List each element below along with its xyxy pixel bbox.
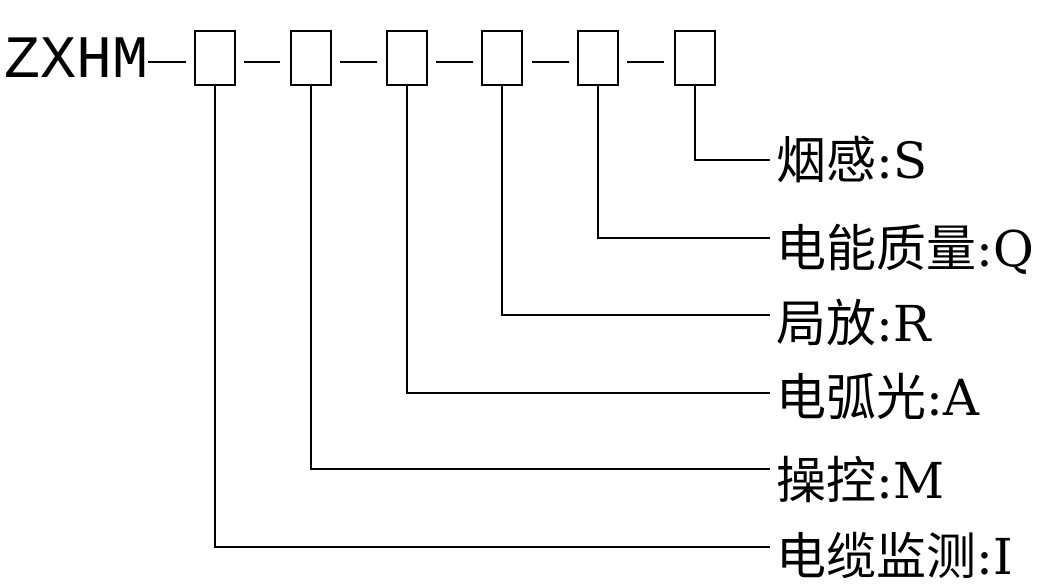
leader-line-control bbox=[310, 85, 770, 470]
leader-line-partial-discharge bbox=[501, 85, 770, 316]
code-slot-1 bbox=[194, 30, 236, 86]
leader-line-cable-monitoring bbox=[214, 85, 770, 548]
option-label-arc-light: 电弧光:A bbox=[776, 369, 980, 427]
option-label-control: 操控:M bbox=[776, 452, 944, 510]
code-slot-2 bbox=[290, 30, 332, 86]
option-label-partial-discharge: 局放:R bbox=[776, 295, 932, 353]
leader-line-arc-light bbox=[406, 85, 770, 394]
code-slot-4 bbox=[481, 30, 523, 86]
option-label-power-quality: 电能质量:Q bbox=[776, 220, 1034, 278]
code-slot-5 bbox=[577, 30, 619, 86]
leader-line-smoke bbox=[694, 85, 770, 161]
model-prefix: ZXHM bbox=[4, 28, 148, 96]
code-slot-3 bbox=[386, 30, 428, 86]
option-label-cable-monitoring: 电缆监测:I bbox=[776, 528, 1013, 585]
leader-line-power-quality bbox=[597, 85, 770, 239]
option-label-smoke: 烟感:S bbox=[776, 132, 927, 190]
code-slot-6 bbox=[674, 30, 716, 86]
